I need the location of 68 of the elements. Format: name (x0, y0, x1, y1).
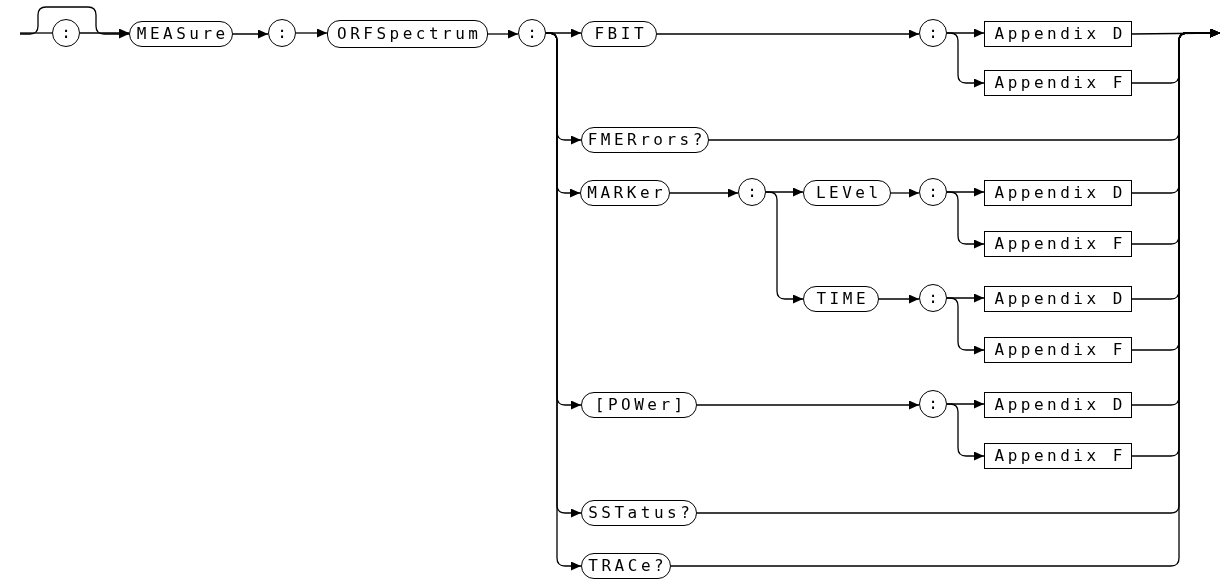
arrow (878, 294, 920, 304)
reference-box (984, 21, 1132, 47)
colon-label: : (277, 25, 287, 41)
keyword-label: TIME (815, 291, 869, 307)
reference-label: Appendix D (993, 397, 1126, 413)
arrow (696, 400, 920, 410)
separator-circle (52, 19, 80, 47)
keyword-label: LEVel (814, 185, 882, 201)
reference-label: Appendix D (993, 26, 1126, 42)
arrow (946, 191, 985, 249)
colon-label: : (928, 184, 938, 200)
separator-circle (919, 178, 947, 206)
arrow (295, 28, 328, 38)
keyword-label: MARKer (586, 185, 667, 201)
keyword-label: SSTatus? (587, 505, 694, 521)
reference-box (984, 231, 1132, 257)
keyword-pill (580, 180, 670, 206)
reference-box (984, 392, 1132, 418)
keyword-pill (581, 21, 657, 47)
reference-label: Appendix D (993, 291, 1126, 307)
reference-box (984, 70, 1132, 96)
arrow (656, 29, 920, 39)
arrow (487, 29, 519, 39)
keyword-pill (581, 500, 697, 526)
reference-label: Appendix F (993, 342, 1126, 358)
arrow (946, 32, 985, 88)
keyword-label: ORFSpectrum (336, 26, 482, 42)
colon-label: : (61, 25, 71, 41)
keyword-pill (581, 553, 671, 579)
keyword-label: TRACe? (587, 558, 668, 574)
arrow (946, 403, 985, 461)
reference-label: Appendix D (993, 185, 1126, 201)
reference-label: Appendix F (993, 448, 1126, 464)
connector-line (19, 32, 53, 34)
separator-circle (518, 19, 546, 47)
colon-label: : (928, 25, 938, 41)
reference-label: Appendix F (993, 236, 1126, 252)
keyword-pill (803, 286, 879, 312)
keyword-pill (581, 392, 697, 418)
separator-circle (738, 178, 766, 206)
separator-circle (919, 390, 947, 418)
colon-label: : (747, 184, 757, 200)
keyword-label: FMERrors? (586, 132, 706, 148)
reference-box (984, 180, 1132, 206)
keyword-label: MEASure (135, 26, 229, 42)
arrow (19, 6, 130, 39)
keyword-pill (581, 127, 709, 153)
keyword-pill (327, 20, 488, 48)
arrow (765, 191, 804, 304)
colon-label: : (928, 290, 938, 306)
arrow (946, 297, 985, 355)
separator-circle (268, 19, 296, 47)
arrow (890, 188, 920, 198)
reference-label: Appendix F (993, 75, 1126, 91)
separator-circle (919, 19, 947, 47)
reference-box (984, 337, 1132, 363)
arrow (669, 188, 739, 198)
arrow (946, 293, 985, 303)
colon-label: : (527, 25, 537, 41)
keyword-label: FBIT (593, 26, 647, 42)
separator-circle (919, 284, 947, 312)
keyword-pill (803, 180, 891, 206)
keyword-pill (129, 21, 233, 47)
arrow (232, 29, 269, 39)
keyword-label: [POWer] (593, 397, 687, 413)
reference-box (984, 443, 1132, 469)
reference-box (984, 286, 1132, 312)
colon-label: : (928, 396, 938, 412)
